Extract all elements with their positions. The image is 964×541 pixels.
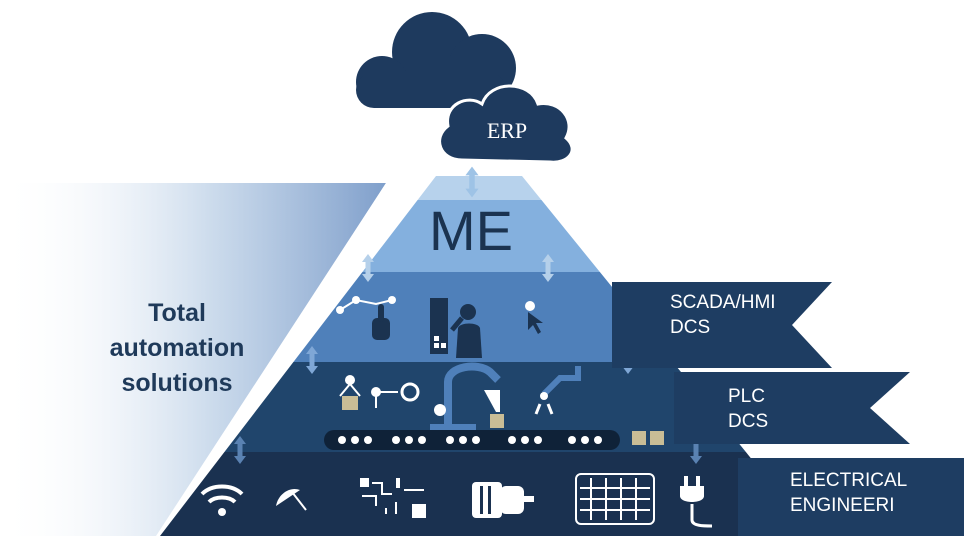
robot-claw-icon xyxy=(534,366,581,415)
banner-scada-shape xyxy=(612,282,832,368)
cursor-icon xyxy=(525,301,543,334)
banner-plc-line-1: PLC xyxy=(728,386,765,407)
banner-electrical-line-1: ELECTRICAL xyxy=(790,470,908,491)
banner-plc-line-2: DCS xyxy=(728,411,769,432)
erp-label: ERP xyxy=(486,118,528,143)
banner-electrical-line-2: ENGINEERI xyxy=(790,495,895,516)
banner-scada-text: SCADA/HMI DCS xyxy=(670,290,776,340)
wifi-icon xyxy=(200,484,244,516)
banner-electrical-text: ELECTRICAL ENGINEERI xyxy=(790,468,907,518)
side-label-line: solutions xyxy=(121,369,233,397)
umbrella-sensor-icon xyxy=(276,488,307,511)
power-plug-icon xyxy=(680,476,713,528)
side-label-line: automation xyxy=(109,334,245,362)
banner-scada-line-1: SCADA/HMI xyxy=(670,292,776,313)
banner-scada-line-2: DCS xyxy=(670,317,711,338)
banner-plc-shape xyxy=(674,372,910,444)
total-automation-label: Total automation solutions xyxy=(92,296,262,401)
banner-plc-text: PLC DCS xyxy=(728,384,768,434)
motor-icon xyxy=(472,482,534,518)
boxes-icon xyxy=(632,431,664,445)
touch-hand-icon xyxy=(336,296,396,340)
side-label-line: Total xyxy=(148,299,206,327)
solar-panel-icon xyxy=(575,473,655,525)
circuit-icon xyxy=(360,478,426,518)
erp-cloud-front xyxy=(438,84,574,164)
me-label: ME xyxy=(429,199,513,262)
erp-cloud xyxy=(356,12,516,108)
banner-electrical-shape xyxy=(738,458,964,536)
conveyor-icon xyxy=(324,430,620,450)
operator-icon xyxy=(430,298,482,358)
side-gradient-band xyxy=(0,183,386,536)
robot-arm-icon xyxy=(430,362,504,432)
robot-gripper-icon xyxy=(339,375,420,410)
pyramid-white-edge xyxy=(156,183,410,536)
